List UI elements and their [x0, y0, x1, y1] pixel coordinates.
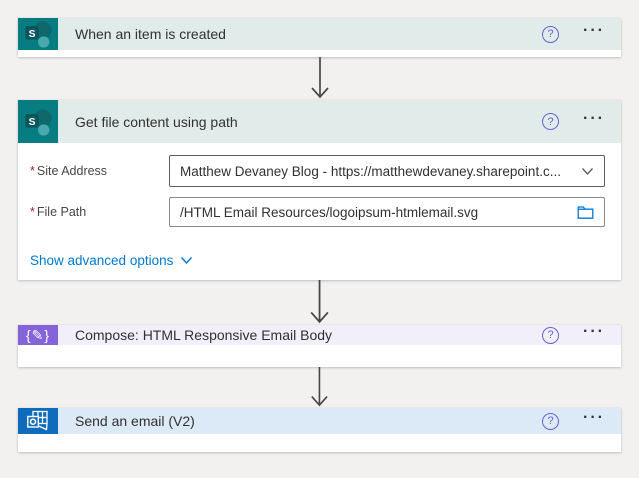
sharepoint-connector-icon: S	[18, 18, 58, 50]
get-file-card-body: *Site Address Matthew Devaney Blog - htt…	[18, 143, 621, 280]
site-address-selected-value: Matthew Devaney Blog - https://matthewde…	[180, 163, 561, 179]
down-arrow-icon	[310, 280, 329, 324]
get-file-card-header[interactable]: S Get file content using path ? ···	[18, 100, 621, 143]
trigger-card-when-item-created: S When an item is created ? ···	[18, 18, 621, 57]
compose-connector-icon: {✎}	[18, 325, 58, 345]
get-file-card-title: Get file content using path	[75, 113, 238, 130]
help-icon[interactable]: ?	[542, 412, 560, 430]
trigger-card-title: When an item is created	[75, 26, 226, 42]
help-icon[interactable]: ?	[542, 25, 560, 43]
compose-card-actions: ? ···	[542, 324, 605, 345]
required-asterisk: *	[30, 164, 35, 178]
show-advanced-options-link[interactable]: Show advanced options	[30, 253, 193, 268]
help-icon[interactable]: ?	[542, 326, 560, 344]
file-path-label: *File Path	[30, 205, 87, 219]
file-path-textbox	[169, 197, 605, 227]
file-path-field-row: *File Path	[30, 197, 605, 227]
more-menu-icon[interactable]: ···	[583, 410, 605, 431]
action-card-compose: {✎} Compose: HTML Responsive Email Body …	[18, 324, 621, 367]
connector-arrow[interactable]	[18, 57, 621, 100]
site-address-field-row: *Site Address Matthew Devaney Blog - htt…	[30, 155, 605, 187]
help-icon[interactable]: ?	[542, 113, 560, 130]
site-address-label: *Site Address	[30, 164, 108, 178]
compose-card-title: Compose: HTML Responsive Email Body	[75, 327, 333, 343]
send-email-card-header[interactable]: Send an email (V2) ? ···	[18, 408, 621, 434]
required-asterisk: *	[30, 205, 35, 219]
more-menu-icon[interactable]: ···	[583, 23, 605, 44]
file-path-input[interactable]	[180, 204, 575, 220]
connector-arrow[interactable]	[18, 367, 621, 408]
svg-text:S: S	[29, 116, 36, 127]
trigger-card-actions: ? ···	[542, 18, 605, 50]
browse-files-button[interactable]	[575, 203, 596, 221]
outlook-connector-icon	[18, 408, 58, 434]
get-file-card-actions: ? ···	[542, 100, 605, 143]
action-card-send-email: Send an email (V2) ? ···	[18, 408, 621, 452]
sharepoint-connector-icon: S	[18, 100, 58, 143]
down-arrow-icon	[310, 57, 329, 99]
action-card-get-file-content: S Get file content using path ? ··· *Sit…	[18, 100, 621, 280]
send-email-card-title: Send an email (V2)	[75, 413, 195, 429]
more-menu-icon[interactable]: ···	[583, 110, 605, 132]
folder-icon	[577, 206, 594, 219]
compose-card-header[interactable]: {✎} Compose: HTML Responsive Email Body …	[18, 324, 621, 345]
site-address-dropdown[interactable]: Matthew Devaney Blog - https://matthewde…	[169, 155, 605, 187]
trigger-card-header[interactable]: S When an item is created ? ···	[18, 18, 621, 50]
more-menu-icon[interactable]: ···	[583, 324, 605, 345]
chevron-down-icon	[581, 167, 594, 175]
down-arrow-icon	[311, 367, 328, 407]
connector-arrow[interactable]	[18, 280, 621, 325]
send-email-card-actions: ? ···	[542, 408, 605, 434]
svg-text:S: S	[29, 29, 36, 40]
chevron-down-icon	[181, 257, 193, 265]
